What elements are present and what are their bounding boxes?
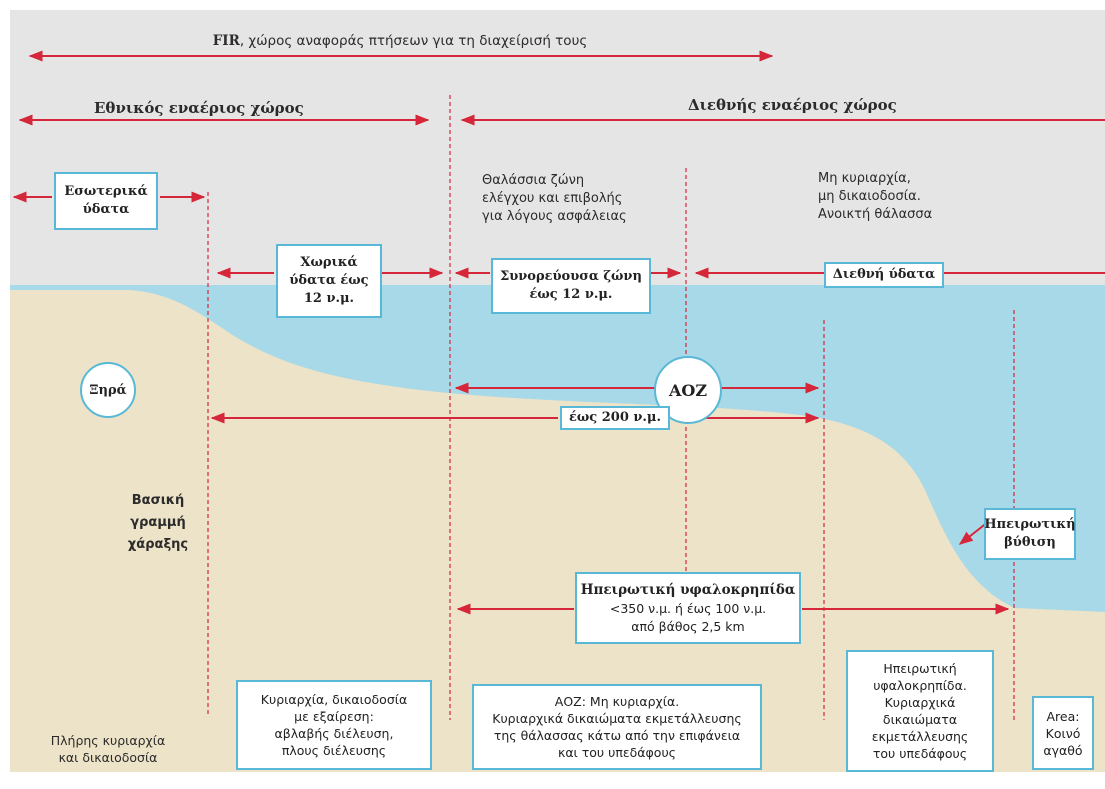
territorial-waters-box: Χωρικά ύδατα έως 12 ν.μ. xyxy=(276,244,382,318)
area-box: Area: Κοινό αγαθό xyxy=(1032,696,1094,770)
land-seabed xyxy=(10,290,1105,772)
fir-label: FIR, χώρος αναφοράς πτήσεων για τη διαχε… xyxy=(130,33,670,49)
baseline-label: Βασική γραμμή χάραξης xyxy=(127,493,189,552)
slope-pointer-arrow xyxy=(958,521,989,545)
continental-shelf-title: Ηπειρωτική υφαλοκρηπίδα xyxy=(580,582,796,598)
contiguous-zone-box: Συνορεύουσα ζώνη έως 12 ν.μ. xyxy=(491,258,651,314)
dry-land-label: Ξηρά xyxy=(89,382,127,398)
sovereignty-exception-box: Κυριαρχία, δικαιοδοσία με εξαίρεση: αβλα… xyxy=(236,680,432,770)
international-waters-box: Διεθνή ύδατα xyxy=(824,262,944,288)
fir-label-rest: , χώρος αναφοράς πτήσεων για τη διαχείρι… xyxy=(239,33,588,49)
eez-label: ΑΟΖ xyxy=(668,380,708,400)
security-zone-label: Θαλάσσια ζώνη ελέγχου και επιβολής για λ… xyxy=(482,173,627,224)
fir-label-bold: FIR xyxy=(212,33,240,49)
full-sovereignty-label: Πλήρης κυριαρχία και δικαιοδοσία xyxy=(50,733,166,765)
dry-land-circle: Ξηρά xyxy=(80,362,136,418)
continental-slope-box: Ηπειρωτική βύθιση xyxy=(984,508,1076,560)
continental-shelf-detail: <350 ν.μ. ή έως 100 ν.μ. από βάθος 2,5 k… xyxy=(609,601,767,634)
international-airspace-label: Διεθνής εναέριος χώρος xyxy=(688,96,897,114)
eez-distance-box: έως 200 ν.μ. xyxy=(560,406,670,430)
eez-rights-box: ΑΟΖ: Μη κυριαρχία. Κυριαρχικά δικαιώματα… xyxy=(472,684,762,770)
continental-shelf-box: Ηπειρωτική υφαλοκρηπίδα <350 ν.μ. ή έως … xyxy=(575,572,801,644)
internal-waters-box: Εσωτερικά ύδατα xyxy=(54,172,158,230)
bottom-margin xyxy=(0,772,1105,789)
sky-background xyxy=(10,10,1105,295)
shelf-rights-box: Ηπειρωτική υφαλοκρηπίδα. Κυριαρχικά δικα… xyxy=(846,650,994,772)
high-seas-note: Μη κυριαρχία, μη δικαιοδοσία. Ανοικτή θά… xyxy=(818,171,933,222)
national-airspace-label: Εθνικός εναέριος χώρος xyxy=(94,99,304,117)
